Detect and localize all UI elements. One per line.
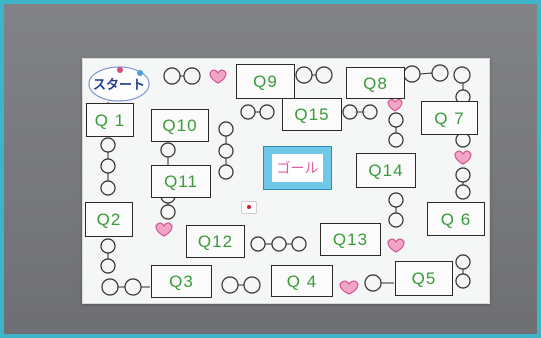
path-space	[101, 159, 115, 173]
path-space	[456, 133, 470, 147]
heart-space	[388, 239, 404, 252]
goal-label: ゴール	[272, 154, 323, 182]
path-space	[101, 181, 115, 195]
question-space-q14[interactable]: Q14	[356, 153, 416, 188]
path-space	[260, 105, 274, 119]
path-space	[389, 193, 403, 207]
path-space	[343, 105, 357, 119]
path-space	[125, 279, 141, 295]
question-space-q9[interactable]: Q9	[236, 64, 295, 99]
path-space	[404, 66, 420, 82]
question-space-q11[interactable]: Q11	[151, 165, 211, 198]
path-space	[389, 113, 403, 127]
question-space-q5[interactable]: Q5	[395, 261, 453, 296]
path-space	[316, 67, 332, 83]
path-space	[161, 205, 175, 219]
path-space	[241, 105, 255, 119]
path-space	[222, 277, 238, 293]
path-space	[184, 68, 200, 84]
dice[interactable]	[241, 201, 257, 214]
path-space	[456, 255, 470, 269]
path-space	[454, 67, 470, 83]
path-space	[389, 213, 403, 227]
path-space	[102, 279, 118, 295]
path-space	[363, 105, 377, 119]
question-space-q8[interactable]: Q8	[346, 67, 405, 99]
path-space	[296, 67, 312, 83]
question-space-q6[interactable]: Q 6	[427, 202, 485, 236]
question-space-q10[interactable]: Q10	[151, 109, 209, 142]
start-label: スタート	[88, 66, 150, 100]
path-space	[101, 239, 115, 253]
question-space-q4[interactable]: Q 4	[271, 265, 333, 297]
path-space	[219, 144, 233, 158]
path-space	[456, 185, 470, 199]
path-space	[272, 237, 286, 251]
goal-space: ゴール	[263, 146, 332, 190]
path-space	[244, 277, 260, 293]
heart-space	[388, 100, 402, 112]
dice-pip	[247, 205, 251, 209]
path-space	[164, 68, 180, 84]
path-space	[456, 168, 470, 182]
question-space-q12[interactable]: Q12	[186, 225, 245, 258]
heart-space	[455, 151, 471, 164]
path-space	[219, 165, 233, 179]
question-space-q15[interactable]: Q15	[282, 98, 342, 131]
path-space	[389, 133, 403, 147]
path-space	[365, 275, 381, 291]
path-space	[292, 237, 306, 251]
path-space	[432, 65, 448, 81]
path-space	[101, 138, 115, 152]
question-space-q3[interactable]: Q3	[151, 265, 212, 298]
path-space	[161, 143, 175, 157]
path-space	[101, 259, 115, 273]
path-space	[219, 122, 233, 136]
path-space	[251, 237, 265, 251]
question-space-q2[interactable]: Q2	[85, 202, 133, 237]
question-space-q7[interactable]: Q 7	[421, 101, 478, 135]
heart-space	[210, 70, 226, 83]
path-space	[456, 274, 470, 288]
heart-space	[156, 223, 172, 236]
heart-space	[340, 281, 358, 294]
question-space-q1[interactable]: Q 1	[86, 103, 134, 137]
question-space-q13[interactable]: Q13	[320, 223, 381, 256]
